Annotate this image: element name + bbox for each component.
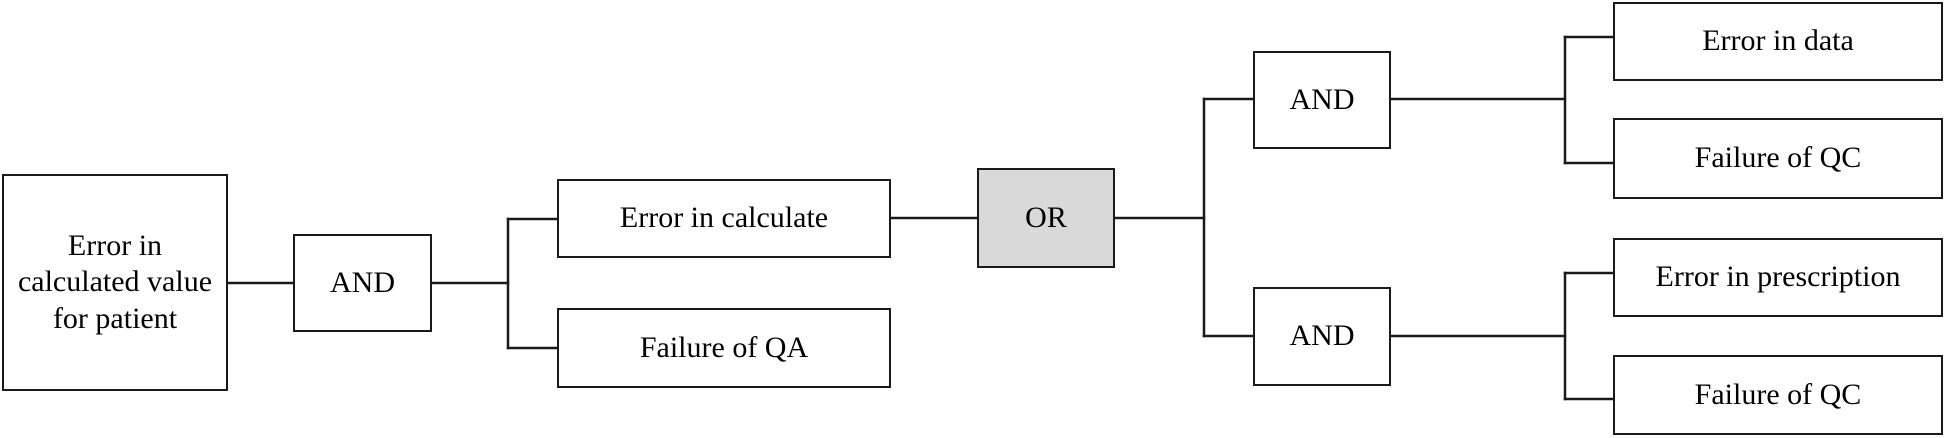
node-label: Error in data xyxy=(1702,24,1854,58)
node-event-error-in-prescription[interactable]: Error in prescription xyxy=(1613,238,1943,317)
node-label: Failure of QC xyxy=(1694,141,1862,175)
node-gate-and-2[interactable]: AND xyxy=(1253,51,1391,149)
node-label: Error in prescription xyxy=(1655,260,1901,294)
node-label: Failure of QA xyxy=(639,330,809,364)
node-label: AND xyxy=(1289,82,1355,116)
node-label: OR xyxy=(1025,200,1067,234)
node-event-error-in-data[interactable]: Error in data xyxy=(1613,2,1943,81)
node-root[interactable]: Error in calculated value for patient xyxy=(2,174,228,391)
node-label: AND xyxy=(330,265,395,299)
node-event-failure-of-qc-bottom[interactable]: Failure of QC xyxy=(1613,355,1943,435)
node-event-error-in-calculate[interactable]: Error in calculate xyxy=(557,179,891,258)
node-gate-or[interactable]: OR xyxy=(977,168,1115,268)
node-label: AND xyxy=(1289,319,1355,353)
node-gate-and-3[interactable]: AND xyxy=(1253,287,1391,386)
node-event-failure-of-qc-top[interactable]: Failure of QC xyxy=(1613,118,1943,199)
node-gate-and-1[interactable]: AND xyxy=(293,234,432,332)
node-event-failure-of-qa[interactable]: Failure of QA xyxy=(557,308,891,388)
node-label: Error in calculated value for patient xyxy=(17,228,213,335)
node-label: Error in calculate xyxy=(619,201,829,235)
node-label: Failure of QC xyxy=(1694,377,1862,411)
